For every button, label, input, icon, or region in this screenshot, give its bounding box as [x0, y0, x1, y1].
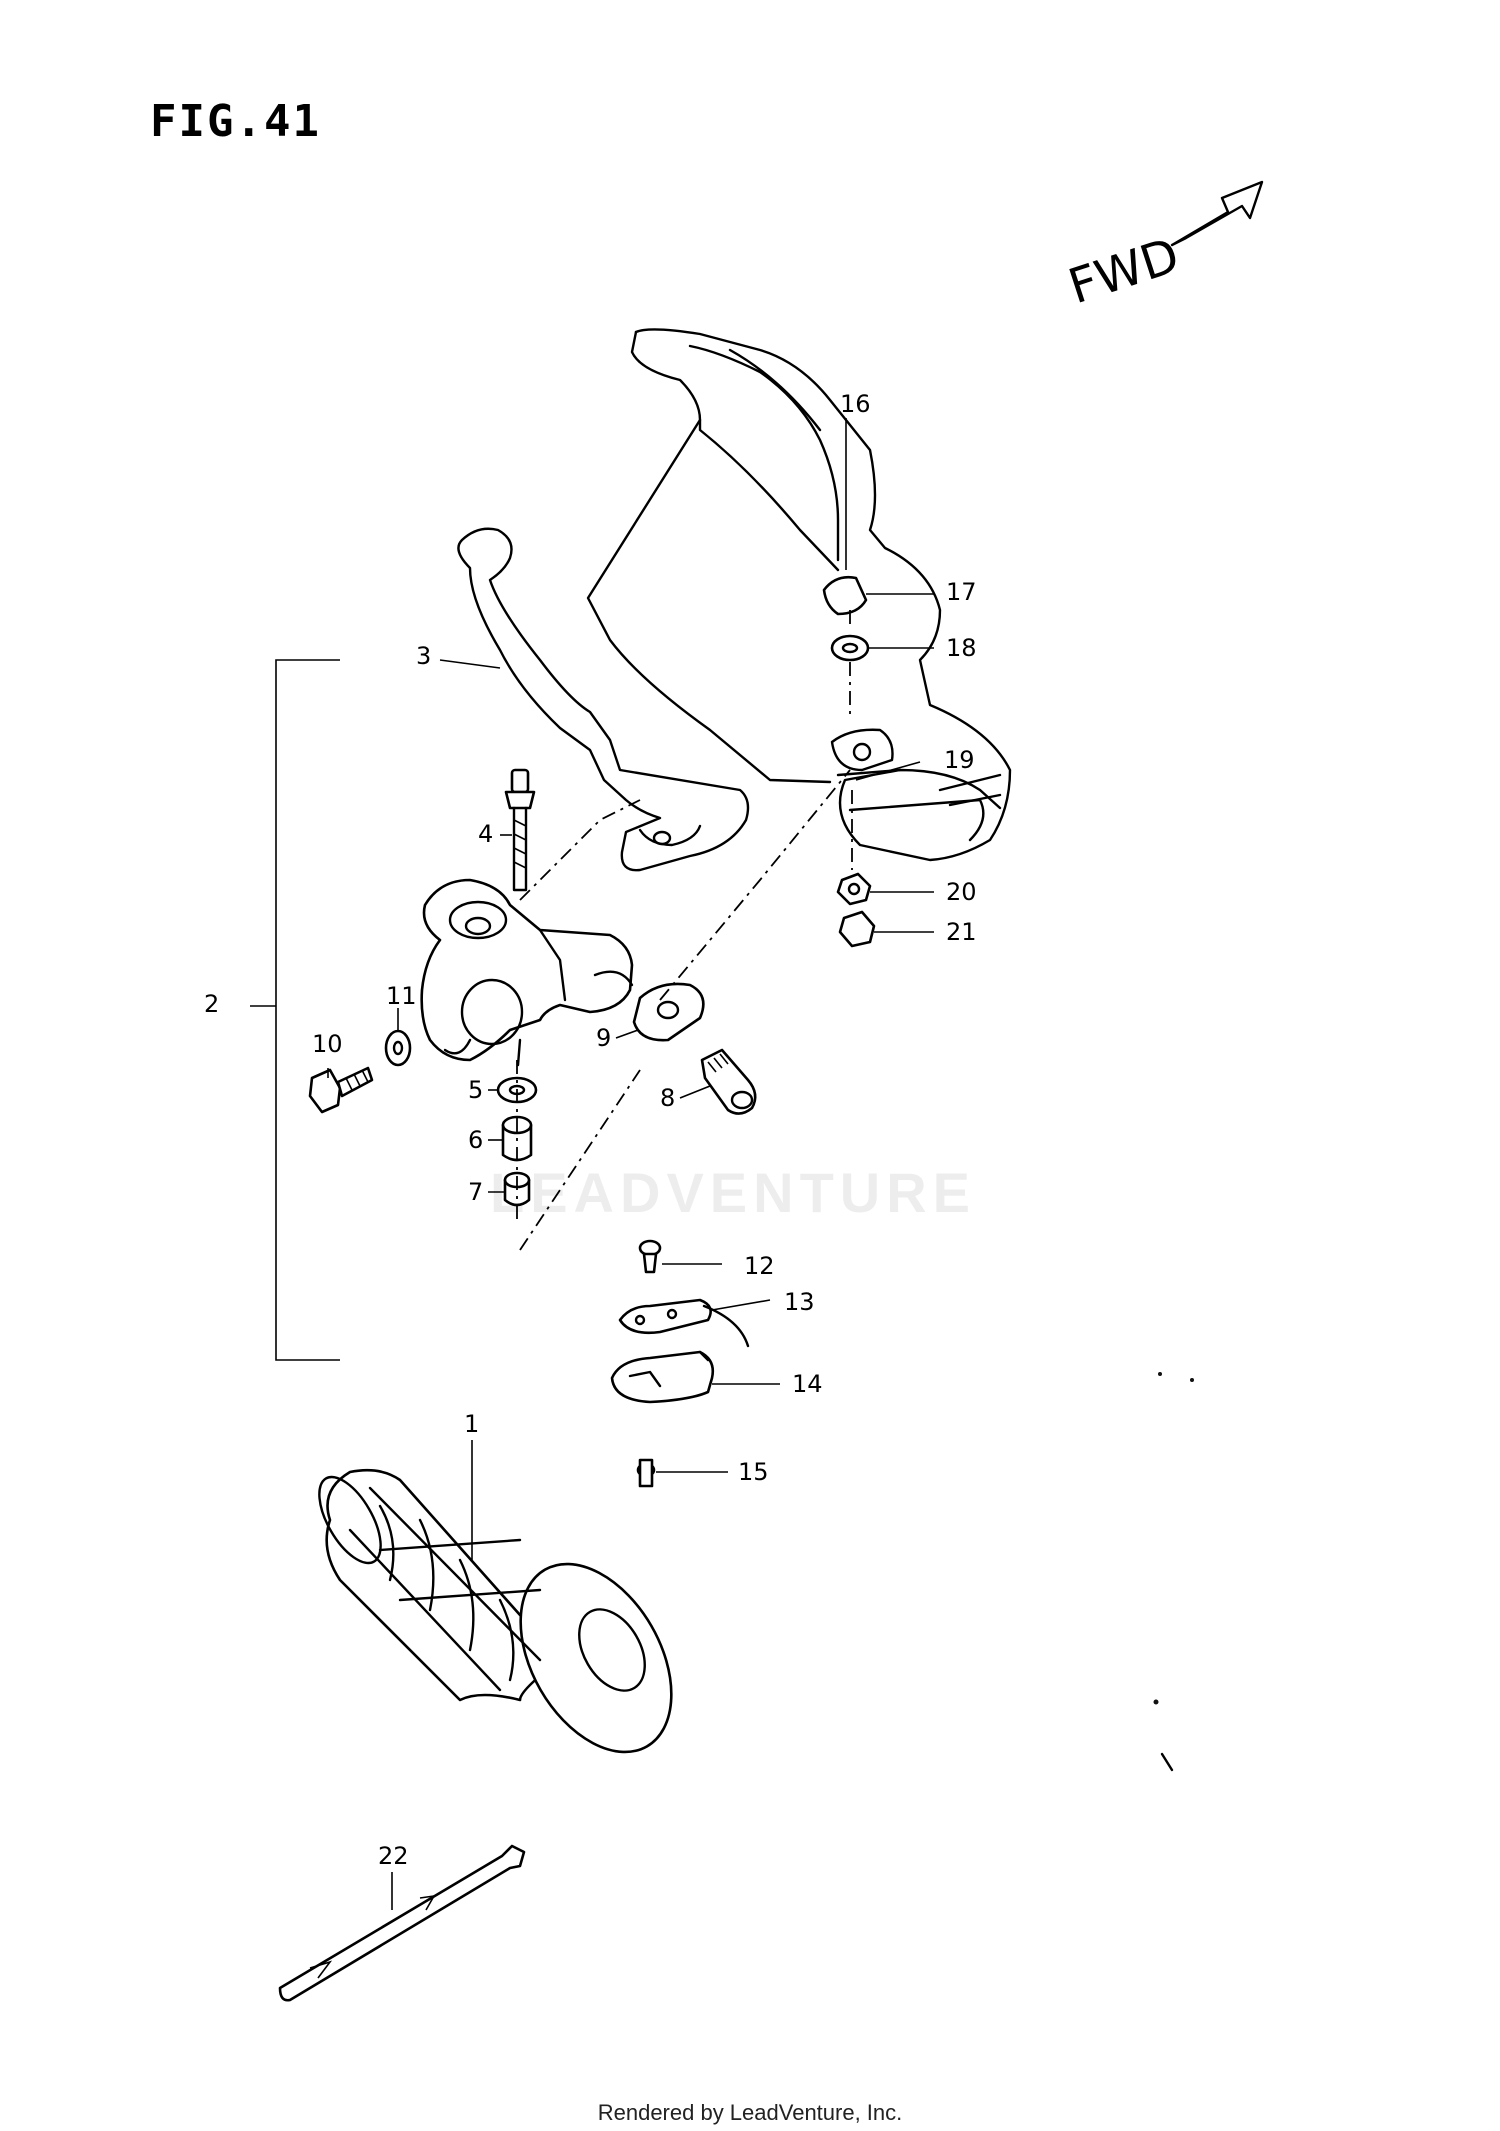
assembly-bracket: [275, 659, 340, 1361]
forward-arrow-icon: [1170, 180, 1264, 247]
callout-19: 19: [944, 746, 975, 774]
callout-11: 11: [386, 982, 417, 1010]
callout-10: 10: [312, 1030, 343, 1058]
nut-20-part: [836, 872, 872, 906]
callout-12: 12: [744, 1252, 775, 1280]
screw-15-part: [636, 1458, 656, 1488]
washer-18-part: [830, 634, 870, 662]
pivot-bolt-part: [504, 768, 536, 892]
callout-18: 18: [946, 634, 977, 662]
footer-credit: Rendered by LeadVenture, Inc.: [597, 2100, 903, 2125]
screw-12-part: [638, 1239, 662, 1274]
callout-13: 13: [784, 1288, 815, 1316]
callout-21: 21: [946, 918, 977, 946]
callout-22: 22: [378, 1842, 409, 1870]
switch-plate-13-part: [618, 1298, 750, 1348]
callout-2: 2: [204, 990, 220, 1018]
callout-17: 17: [946, 578, 977, 606]
callout-3: 3: [416, 642, 432, 670]
locknut-part: [632, 982, 705, 1042]
lever-holder-part: [420, 878, 634, 1067]
bolt-10-part: [308, 1066, 374, 1114]
scan-specks: [1153, 1372, 1194, 1772]
callout-16: 16: [840, 390, 871, 418]
cable-adjuster-part: [700, 1048, 757, 1115]
watermark-text: LEADVENTURE: [490, 1161, 977, 1224]
hand-guard-part: [586, 328, 1012, 862]
nut-21-part: [838, 910, 876, 948]
washer-11-part: [384, 1029, 412, 1067]
callout-7: 7: [468, 1178, 484, 1206]
callout-8: 8: [660, 1084, 676, 1112]
clutch-lever-part: [457, 527, 750, 872]
callout-4: 4: [478, 820, 494, 848]
callout-20: 20: [946, 878, 977, 906]
cable-tie-part: [278, 1844, 526, 2002]
callout-5: 5: [468, 1076, 484, 1104]
handlebar-grip-part: [318, 1468, 673, 1754]
callout-1: 1: [464, 1410, 480, 1438]
callout-6: 6: [468, 1126, 484, 1154]
leader-lines: [250, 418, 934, 1910]
callout-14: 14: [792, 1370, 823, 1398]
cap-nut-17-part: [822, 575, 868, 616]
callout-15: 15: [738, 1458, 769, 1486]
switch-housing-14-part: [610, 1350, 715, 1404]
callout-9: 9: [596, 1024, 612, 1052]
assembly-guide-lines: [516, 610, 853, 1251]
figure-title: FIG.41: [150, 96, 321, 147]
